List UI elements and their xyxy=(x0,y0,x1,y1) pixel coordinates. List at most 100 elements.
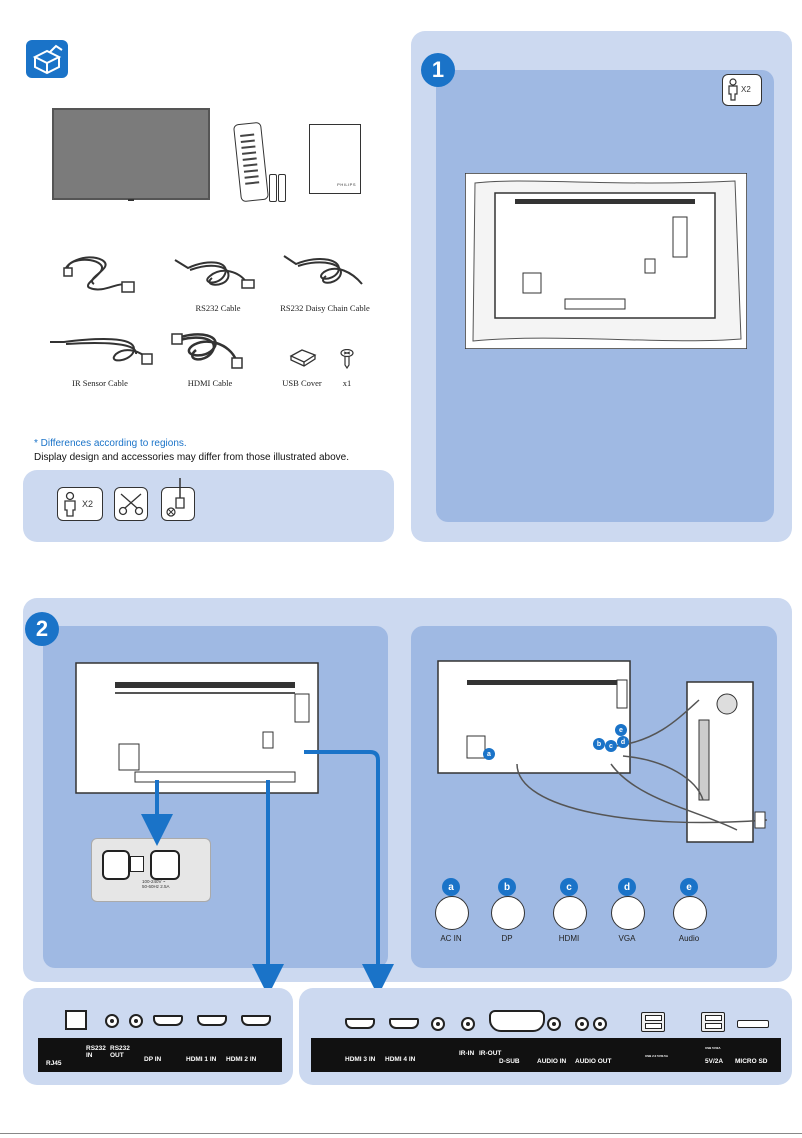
connector-d-letter: d xyxy=(618,878,636,896)
ir-sensor-cable-image xyxy=(50,338,153,365)
step2-panel: 2 100-240V ~ 50-60Hz 2.5A a b c d e xyxy=(23,598,792,982)
callout-b: b xyxy=(593,738,605,750)
hdmi-cable-label: HDMI Cable xyxy=(187,378,233,388)
scissors-icon xyxy=(114,487,148,521)
rs232-out-port xyxy=(129,1014,143,1028)
ir-out-label: IR-OUT xyxy=(479,1050,502,1057)
ac-in-connector-icon xyxy=(435,896,469,930)
screwdriver-icon xyxy=(161,478,195,521)
tools-panel: X2 xyxy=(23,470,394,542)
connector-e-name: Audio xyxy=(678,934,700,943)
person-count-label: X2 xyxy=(82,499,94,509)
audio-out-port-2 xyxy=(593,1017,607,1031)
power-socket-panel: 100-240V ~ 50-60Hz 2.5A xyxy=(91,838,211,902)
bottom-divider xyxy=(0,1133,802,1134)
callout-d: d xyxy=(617,736,629,748)
port-label-strip-left: RJ45 RS232 IN RS232 OUT DP IN HDMI 1 IN … xyxy=(38,1038,282,1072)
remote-control-image xyxy=(233,121,269,203)
connector-legend: a AC IN b DP c HDMI d VGA e Audio xyxy=(431,878,731,948)
design-disclaimer: Display design and accessories may diffe… xyxy=(34,452,349,463)
ac-inlet-icon-2 xyxy=(150,850,180,880)
hdmi3-in-label: HDMI 3 IN xyxy=(345,1056,376,1063)
quick-start-guide-image: PHILIPS xyxy=(309,124,361,194)
hdmi3-in-port xyxy=(345,1018,375,1029)
usb-power-small-label: USB 5V/2A xyxy=(705,1046,721,1050)
connector-c: c HDMI xyxy=(549,878,589,948)
port-label-strip-right: HDMI 3 IN HDMI 4 IN IR-IN IR-OUT D-SUB A… xyxy=(311,1038,781,1072)
dsub-label: D-SUB xyxy=(499,1058,520,1065)
rs232-out-label: RS232 OUT xyxy=(110,1045,130,1059)
ir-in-port xyxy=(431,1017,445,1031)
usb-small-label: USB 2.0 5V/0.5A xyxy=(645,1054,669,1058)
rj45-label: RJ45 xyxy=(46,1060,62,1067)
ir-in-label: IR-IN xyxy=(459,1050,475,1057)
connector-b-letter: b xyxy=(498,878,516,896)
rs232-in-port xyxy=(105,1014,119,1028)
connector-c-letter: c xyxy=(560,878,578,896)
ir-sensor-cable-label: IR Sensor Cable xyxy=(72,378,128,388)
port-panel-right: HDMI 3 IN HDMI 4 IN IR-IN IR-OUT D-SUB A… xyxy=(299,988,792,1085)
hdmi4-in-label: HDMI 4 IN xyxy=(385,1056,416,1063)
hdmi-cable-image xyxy=(171,333,243,369)
rs232-daisy-chain-cable-image xyxy=(283,255,363,285)
callout-c: c xyxy=(605,740,617,752)
two-person-icon: X2 xyxy=(57,487,103,521)
hdmi1-in-label: HDMI 1 IN xyxy=(186,1056,217,1063)
screw-count-label: x1 xyxy=(342,378,352,388)
audio-out-label: AUDIO OUT xyxy=(575,1058,612,1065)
callout-e: e xyxy=(615,724,627,736)
unbox-icon xyxy=(26,40,68,78)
rs232-daisy-chain-cable-label: RS232 Daisy Chain Cable xyxy=(280,303,370,313)
connector-e-letter: e xyxy=(680,878,698,896)
step1-badge: 1 xyxy=(421,53,455,87)
usb-port-1 xyxy=(641,1012,665,1032)
hdmi-connector-icon xyxy=(553,896,587,930)
microsd-label: MICRO SD xyxy=(735,1058,768,1065)
connector-b-name: DP xyxy=(501,934,513,943)
rs232-in-label: RS232 IN xyxy=(86,1045,106,1059)
rj45-port xyxy=(65,1010,87,1030)
port-panel-left: RJ45 RS232 IN RS232 OUT DP IN HDMI 1 IN … xyxy=(23,988,293,1085)
batteries-image-2 xyxy=(278,174,286,202)
vga-connector-icon xyxy=(611,896,645,930)
connector-a-letter: a xyxy=(442,878,460,896)
audio-in-label: AUDIO IN xyxy=(537,1058,567,1065)
display-back-on-foam-image xyxy=(465,173,747,349)
step1-panel: 1 X2 xyxy=(411,31,792,542)
audio-connector-icon xyxy=(673,896,707,930)
hdmi1-in-port xyxy=(197,1015,227,1026)
usb-port-2 xyxy=(701,1012,725,1032)
usb-power-label: 5V/2A xyxy=(705,1058,724,1065)
rs232-cable-label: RS232 Cable xyxy=(195,303,241,313)
hdmi4-in-port xyxy=(389,1018,419,1029)
hdmi2-in-port xyxy=(241,1015,271,1026)
power-cord-image xyxy=(63,256,135,293)
usb-cover-label: USB Cover xyxy=(282,378,322,388)
dsub-port xyxy=(489,1010,545,1032)
callout-a: a xyxy=(483,748,495,760)
regions-note: * Differences according to regions. xyxy=(34,438,187,449)
rs232-cable-image xyxy=(174,259,255,289)
usb-cover-image xyxy=(289,349,317,367)
connector-a-name: AC IN xyxy=(440,934,462,943)
power-rating-label: 100-240V ~ 50-60Hz 2.5A xyxy=(142,879,170,889)
connector-b: b DP xyxy=(487,878,527,948)
dp-in-label: DP IN xyxy=(144,1056,162,1063)
display-image xyxy=(52,108,210,201)
screw-image xyxy=(340,349,354,369)
ac-inlet-icon xyxy=(102,850,130,880)
microsd-slot xyxy=(737,1020,769,1028)
audio-in-port xyxy=(547,1017,561,1031)
booklet-brand: PHILIPS xyxy=(337,182,356,187)
audio-out-port-1 xyxy=(575,1017,589,1031)
connector-d: d VGA xyxy=(607,878,647,948)
dp-in-port xyxy=(153,1015,183,1026)
connector-a: a AC IN xyxy=(431,878,471,948)
hdmi2-in-label: HDMI 2 IN xyxy=(226,1056,257,1063)
connector-c-name: HDMI xyxy=(558,934,580,943)
display-back-left-image xyxy=(75,662,319,794)
step2-badge: 2 xyxy=(25,612,59,646)
batteries-image xyxy=(269,174,277,202)
dp-connector-icon xyxy=(491,896,525,930)
ir-out-port xyxy=(461,1017,475,1031)
